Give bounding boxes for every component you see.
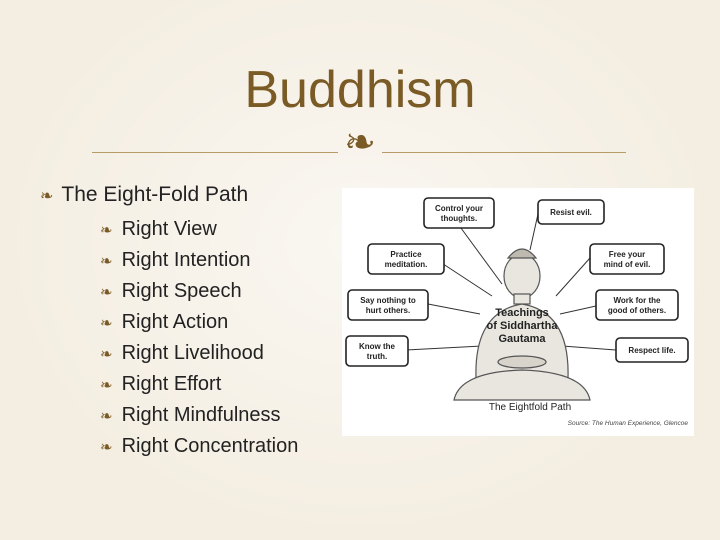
diagram-box-work-for-good: Work for the good of others.: [595, 289, 679, 321]
box-text: good of others.: [608, 306, 666, 315]
list-item: ❧ Right Effort: [100, 369, 298, 400]
box-text: Resist evil.: [550, 208, 592, 217]
seated-buddha-figure: [453, 248, 591, 401]
list-item: ❧ Right Speech: [100, 276, 298, 307]
diagram-box-practice-meditation: Practice meditation.: [367, 243, 445, 275]
diagram-box-say-nothing: Say nothing to hurt others.: [347, 289, 429, 321]
box-text: Say nothing to: [360, 296, 416, 305]
fleuron-bullet-icon: ❧: [100, 377, 113, 394]
fleuron-ornament-icon: ❧: [344, 122, 376, 164]
list-item-text: Right Speech: [121, 280, 242, 302]
box-text: Work for the: [614, 296, 662, 305]
fleuron-bullet-icon: ❧: [100, 315, 113, 332]
list-item: ❧ Right Mindfulness: [100, 400, 298, 431]
center-label-line: Gautama: [498, 333, 546, 345]
list-item-text: Right View: [121, 218, 217, 240]
list-item-text: Right Concentration: [121, 435, 299, 457]
list-item-text: Right Effort: [121, 373, 222, 395]
fleuron-bullet-icon: ❧: [40, 188, 54, 205]
box-text: Practice: [390, 250, 422, 259]
box-text: Control your: [435, 204, 483, 213]
fleuron-bullet-icon: ❧: [100, 408, 113, 425]
list-item: ❧ Right View: [100, 214, 298, 245]
eightfold-path-diagram: Teachings of Siddhartha Gautama Control …: [342, 188, 694, 436]
diagram-box-control-thoughts: Control your thoughts.: [423, 197, 495, 229]
center-label-line: of Siddhartha: [487, 320, 559, 332]
title-divider-left: [92, 152, 338, 153]
fleuron-bullet-icon: ❧: [100, 439, 113, 456]
fleuron-bullet-icon: ❧: [100, 284, 113, 301]
title-divider-right: [382, 152, 626, 153]
slide-title: Buddhism: [244, 61, 476, 119]
diagram-box-free-mind: Free your mind of evil.: [589, 243, 665, 275]
diagram-center-label: Teachings of Siddhartha Gautama: [487, 307, 559, 345]
diagram-box-respect-life: Respect life.: [615, 337, 689, 363]
center-label-line: Teachings: [495, 307, 549, 319]
diagram-caption: The Eightfold Path: [489, 402, 571, 413]
list-item: ❧ Right Concentration: [100, 431, 298, 462]
list-item-text: Right Intention: [121, 249, 251, 271]
main-bullet-text: The Eight-Fold Path: [61, 183, 249, 206]
main-bullet: ❧ The Eight-Fold Path: [40, 182, 248, 210]
box-text: Free your: [609, 250, 645, 259]
list-item: ❧ Right Intention: [100, 245, 298, 276]
list-item-text: Right Livelihood: [121, 342, 264, 364]
box-text: truth.: [367, 352, 387, 361]
list-item: ❧ Right Livelihood: [100, 338, 298, 369]
diagram-box-resist-evil: Resist evil.: [537, 199, 605, 225]
fleuron-bullet-icon: ❧: [100, 253, 113, 270]
box-text: mind of evil.: [604, 260, 651, 269]
box-text: hurt others.: [366, 306, 410, 315]
diagram-box-know-truth: Know the truth.: [345, 335, 409, 367]
fleuron-bullet-icon: ❧: [100, 346, 113, 363]
box-text: thoughts.: [441, 214, 477, 223]
box-text: Know the: [359, 342, 396, 351]
box-text: meditation.: [385, 260, 428, 269]
fleuron-bullet-icon: ❧: [100, 222, 113, 239]
list-item-text: Right Mindfulness: [121, 404, 281, 426]
diagram-source: Source: The Human Experience, Glencoe: [568, 420, 689, 427]
eightfold-path-list: ❧ Right View ❧ Right Intention ❧ Right Spee…: [100, 214, 298, 462]
box-text: Respect life.: [628, 346, 675, 355]
list-item: ❧ Right Action: [100, 307, 298, 338]
list-item-text: Right Action: [121, 311, 229, 333]
